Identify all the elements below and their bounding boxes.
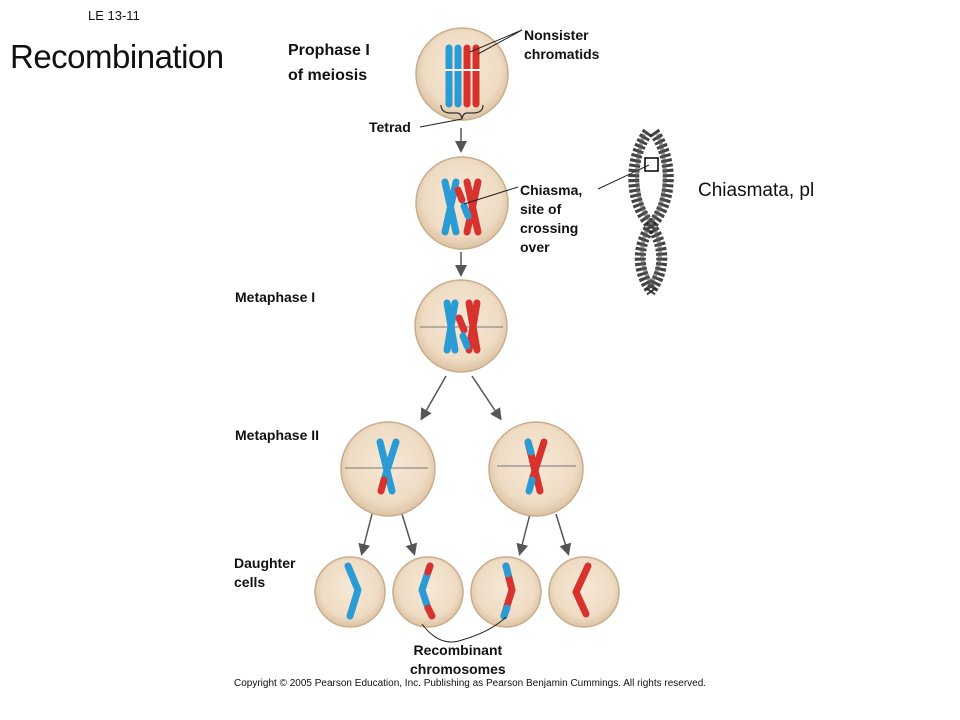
label-daughter-cells: Daughter cells xyxy=(234,554,295,592)
label-metaphase-1: Metaphase I xyxy=(235,289,316,305)
cell-metaphase-1 xyxy=(414,279,508,373)
label-prophase-line2: of meiosis xyxy=(288,67,368,84)
label-chiasmata: Chiasmata, pl xyxy=(698,180,815,201)
cell-crossing-over xyxy=(415,156,509,250)
chiasmata-micrograph xyxy=(628,128,674,296)
label-chiasma-line4: over xyxy=(520,239,550,255)
label-prophase-line1: Prophase I xyxy=(288,42,370,59)
label-nonsister-line1: Nonsister xyxy=(524,27,589,43)
label-recombinant: Recombinant chromosomes xyxy=(410,641,506,679)
label-nonsister-line2: chromatids xyxy=(524,46,600,62)
label-daughter-line1: Daughter xyxy=(234,555,296,571)
figure-label: LE 13-11 xyxy=(88,8,140,23)
page-title: Recombination xyxy=(10,38,224,75)
copyright-notice: Copyright © 2005 Pearson Education, Inc.… xyxy=(234,678,707,689)
cell-metaphase-2-right xyxy=(488,421,584,517)
cell-metaphase-2-left xyxy=(340,421,436,517)
leader-lines xyxy=(419,29,650,643)
label-tetrad: Tetrad xyxy=(369,119,411,135)
label-recombinant-line1: Recombinant xyxy=(413,642,503,658)
label-chiasma-line1: Chiasma, xyxy=(520,182,583,198)
cell-prophase xyxy=(415,27,509,121)
label-chiasma: Chiasma, site of crossing over xyxy=(520,181,582,257)
label-chiasma-line3: crossing xyxy=(520,220,579,236)
flow-arrows xyxy=(358,128,572,556)
daughter-cell-1 xyxy=(314,556,386,628)
daughter-cell-3 xyxy=(470,556,542,628)
label-metaphase-2: Metaphase II xyxy=(235,427,320,443)
label-chiasma-line2: site of xyxy=(520,201,562,217)
daughter-cell-2 xyxy=(392,556,464,628)
label-daughter-line2: cells xyxy=(234,574,266,590)
label-recombinant-line2: chromosomes xyxy=(410,661,506,677)
daughter-cell-4 xyxy=(548,556,620,628)
